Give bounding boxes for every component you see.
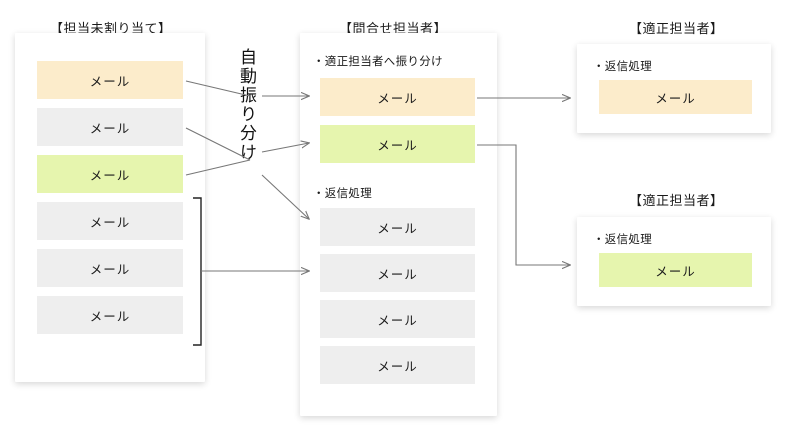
mail-item[interactable]: メール — [320, 254, 475, 292]
panel-proper-agent-top: ・返信処理 メール — [577, 44, 771, 133]
mail-label: メール — [89, 168, 131, 183]
mail-item[interactable]: メール — [320, 346, 475, 384]
mail-item[interactable]: メール — [37, 202, 183, 240]
mail-label: メール — [89, 74, 131, 89]
mail-item[interactable]: メール — [320, 300, 475, 338]
mail-label: メール — [89, 309, 131, 324]
mail-label: メール — [377, 138, 418, 153]
mail-label: メール — [89, 215, 131, 230]
sublabel-route-to-proper-agent: ・適正担当者へ振り分け — [313, 56, 443, 68]
sublabel-reply-handling: ・返信処理 — [313, 188, 372, 200]
mail-item[interactable]: メール — [37, 155, 183, 193]
sublabel-reply-handling: ・返信処理 — [593, 234, 652, 246]
column-title-unassigned: 【担当未割り当て】 — [50, 21, 172, 36]
panel-unassigned: メール メール メール メール メール メール — [15, 33, 205, 382]
mail-label: メール — [89, 121, 131, 136]
auto-routing-caption: 自動振り分け — [237, 48, 256, 162]
mail-label: メール — [655, 264, 696, 279]
mail-label: メール — [377, 313, 418, 328]
mail-item[interactable]: メール — [599, 253, 752, 287]
column-title-proper-agent-bottom: 【適正担当者】 — [629, 193, 724, 208]
mail-item[interactable]: メール — [599, 80, 752, 114]
mail-item[interactable]: メール — [320, 125, 475, 163]
mail-item[interactable]: メール — [37, 296, 183, 334]
column-title-inquiry-agent: 【問合せ担当者】 — [339, 21, 448, 36]
mail-item[interactable]: メール — [37, 61, 183, 99]
panel-proper-agent-bottom: ・返信処理 メール — [577, 217, 771, 306]
mail-label: メール — [377, 267, 418, 282]
mail-item[interactable]: メール — [37, 108, 183, 146]
mail-item[interactable]: メール — [320, 208, 475, 246]
sublabel-reply-handling: ・返信処理 — [593, 61, 652, 73]
mail-item[interactable]: メール — [37, 249, 183, 287]
mail-label: メール — [377, 91, 418, 106]
mail-label: メール — [89, 262, 131, 277]
column-title-proper-agent-top: 【適正担当者】 — [629, 21, 724, 36]
mail-label: メール — [377, 221, 418, 236]
panel-inquiry-agent: ・適正担当者へ振り分け メール メール ・返信処理 メール メール メール メー… — [300, 33, 497, 416]
mail-label: メール — [655, 91, 696, 106]
mail-item[interactable]: メール — [320, 78, 475, 116]
mail-label: メール — [377, 359, 418, 374]
